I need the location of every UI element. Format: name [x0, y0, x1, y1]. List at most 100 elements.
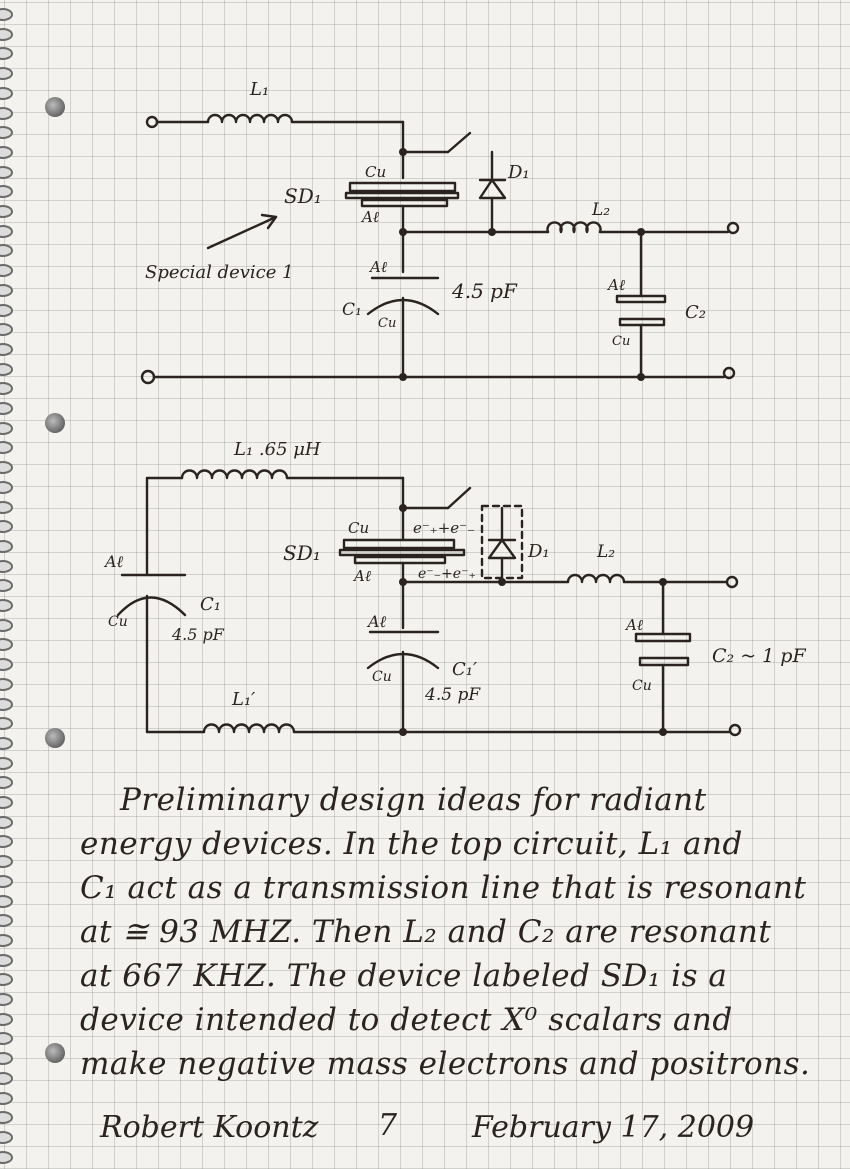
label-sd1-top-metal: Cu: [365, 163, 386, 181]
spiral-coil: [0, 1071, 13, 1085]
ground-output-terminal: [722, 366, 736, 380]
label-d1: D₁: [507, 162, 530, 183]
note-line: device intended to detect X⁰ scalars and: [80, 1002, 733, 1038]
spiral-coil: [0, 421, 13, 435]
spiral-coil: [0, 599, 13, 612]
spiral-coil: [0, 638, 13, 652]
spiral-coil: [0, 756, 13, 770]
spiral-coil: [0, 441, 13, 455]
spiral-binding: [0, 0, 16, 1169]
spiral-coil: [0, 894, 13, 908]
label-c2-bottom-metal: Cu: [632, 678, 652, 694]
label-c1-left-top-metal: Aℓ: [103, 552, 124, 571]
diode-d1: [478, 178, 507, 200]
label-c1-left-value: 4.5 pF: [171, 625, 225, 644]
pointer-arrow: [206, 215, 278, 250]
spiral-coil: [0, 461, 13, 475]
label-sd1-top-metal: Cu: [348, 519, 369, 537]
spiral-coil: [0, 500, 13, 514]
binder-hole: [45, 413, 65, 433]
note-line: Preliminary design ideas for radiant: [120, 782, 707, 818]
spiral-coil: [0, 717, 13, 731]
spiral-coil: [0, 264, 13, 278]
label-sd1-bottom-charge: e⁻₋+e⁻₊: [418, 566, 476, 582]
sd1-bottom-plate: [353, 555, 447, 565]
circuit-schematics: L₁ D₁ L₂ SD₁ Cu Aℓ Special device 1 Aℓ C…: [103, 79, 806, 737]
spiral-coil: [0, 165, 13, 179]
ground-output-terminal: [728, 723, 742, 737]
spiral-coil: [0, 776, 13, 790]
spiral-coil: [0, 953, 13, 967]
label-c1-left: C₁: [200, 594, 221, 615]
inductor-l1: [206, 113, 294, 124]
spiral-coil: [0, 303, 13, 317]
label-d1: D₁: [527, 541, 550, 562]
spiral-coil: [0, 27, 13, 41]
spiral-coil: [0, 402, 13, 415]
spiral-coil: [0, 1130, 13, 1144]
spiral-coil: [0, 579, 13, 593]
label-c1: C₁: [342, 300, 362, 320]
label-c1-value: 4.5 pF: [451, 279, 518, 303]
sd1-bottom-plate: [360, 198, 449, 208]
spiral-coil: [0, 86, 13, 100]
output-terminal: [726, 221, 740, 235]
bottom-circuit: L₁ .65 μH L₁′ L₂ D₁ SD₁ Cu Aℓ e⁻₊+e⁻₋ e⁻…: [103, 439, 806, 737]
note-line: energy devices. In the top circuit, L₁ a…: [80, 826, 743, 862]
label-c2: C₂ ~ 1 pF: [712, 645, 806, 667]
label-c1-left-bottom-metal: Cu: [108, 614, 128, 630]
label-sd1-bottom-metal: Aℓ: [352, 567, 371, 585]
spiral-coil: [0, 539, 13, 553]
output-terminal: [725, 575, 739, 589]
spiral-coil: [0, 1032, 13, 1046]
spiral-coil: [0, 1012, 13, 1026]
spiral-coil: [0, 815, 13, 829]
spiral-coil: [0, 1052, 13, 1066]
binder-hole: [45, 1043, 65, 1063]
spiral-coil: [0, 205, 13, 218]
sd1-middle-plate: [344, 191, 460, 200]
cap-c2-top-plate: [634, 632, 692, 643]
label-c1-prime-value: 4.5 pF: [424, 685, 481, 705]
label-c1-prime-top-metal: Aℓ: [366, 612, 387, 631]
spiral-coil: [0, 520, 13, 534]
label-sd1-bottom-metal: Aℓ: [360, 208, 379, 226]
label-c1-bottom-metal: Cu: [378, 316, 396, 331]
cap-c1-bottom-plate: [116, 596, 187, 617]
spiral-coil: [0, 47, 13, 61]
note-line: at ≅ 93 MHZ. Then L₂ and C₂ are resonant: [80, 914, 772, 950]
inductor-l1-prime: [202, 723, 296, 734]
label-c2-bottom-metal: Cu: [612, 334, 630, 349]
label-l2: L₂: [596, 542, 615, 562]
spiral-coil: [0, 993, 13, 1006]
spiral-coil: [0, 618, 13, 632]
spiral-coil: [0, 658, 13, 672]
inductor-l2: [566, 573, 626, 584]
ground-terminal: [140, 369, 156, 385]
spiral-coil: [0, 1111, 13, 1125]
spiral-coil: [0, 697, 13, 711]
spiral-coil: [0, 145, 13, 159]
inductor-l2: [546, 221, 602, 234]
spiral-coil: [0, 874, 13, 888]
spiral-coil: [0, 914, 13, 928]
label-sd1: SD₁: [284, 184, 322, 208]
spiral-coil: [0, 8, 13, 21]
label-c2-top-metal: Aℓ: [624, 616, 643, 634]
label-l1-prime: L₁′: [231, 689, 255, 710]
spiral-coil: [0, 559, 13, 573]
label-c1-prime: C₁′: [452, 659, 477, 680]
label-l2: L₂: [591, 200, 610, 220]
binder-hole: [45, 728, 65, 748]
cap-c2-bottom-plate: [618, 317, 666, 327]
spiral-coil: [0, 796, 13, 809]
spiral-coil: [0, 835, 13, 849]
spiral-coil: [0, 283, 13, 297]
top-circuit: L₁ D₁ L₂ SD₁ Cu Aℓ Special device 1 Aℓ C…: [140, 79, 740, 385]
label-c1-prime-bottom-metal: Cu: [372, 669, 392, 685]
label-sd1: SD₁: [283, 541, 321, 565]
signature: Robert Koontz: [100, 1110, 319, 1145]
date: February 17, 2009: [472, 1110, 755, 1145]
spiral-coil: [0, 382, 13, 396]
spiral-coil: [0, 973, 13, 987]
